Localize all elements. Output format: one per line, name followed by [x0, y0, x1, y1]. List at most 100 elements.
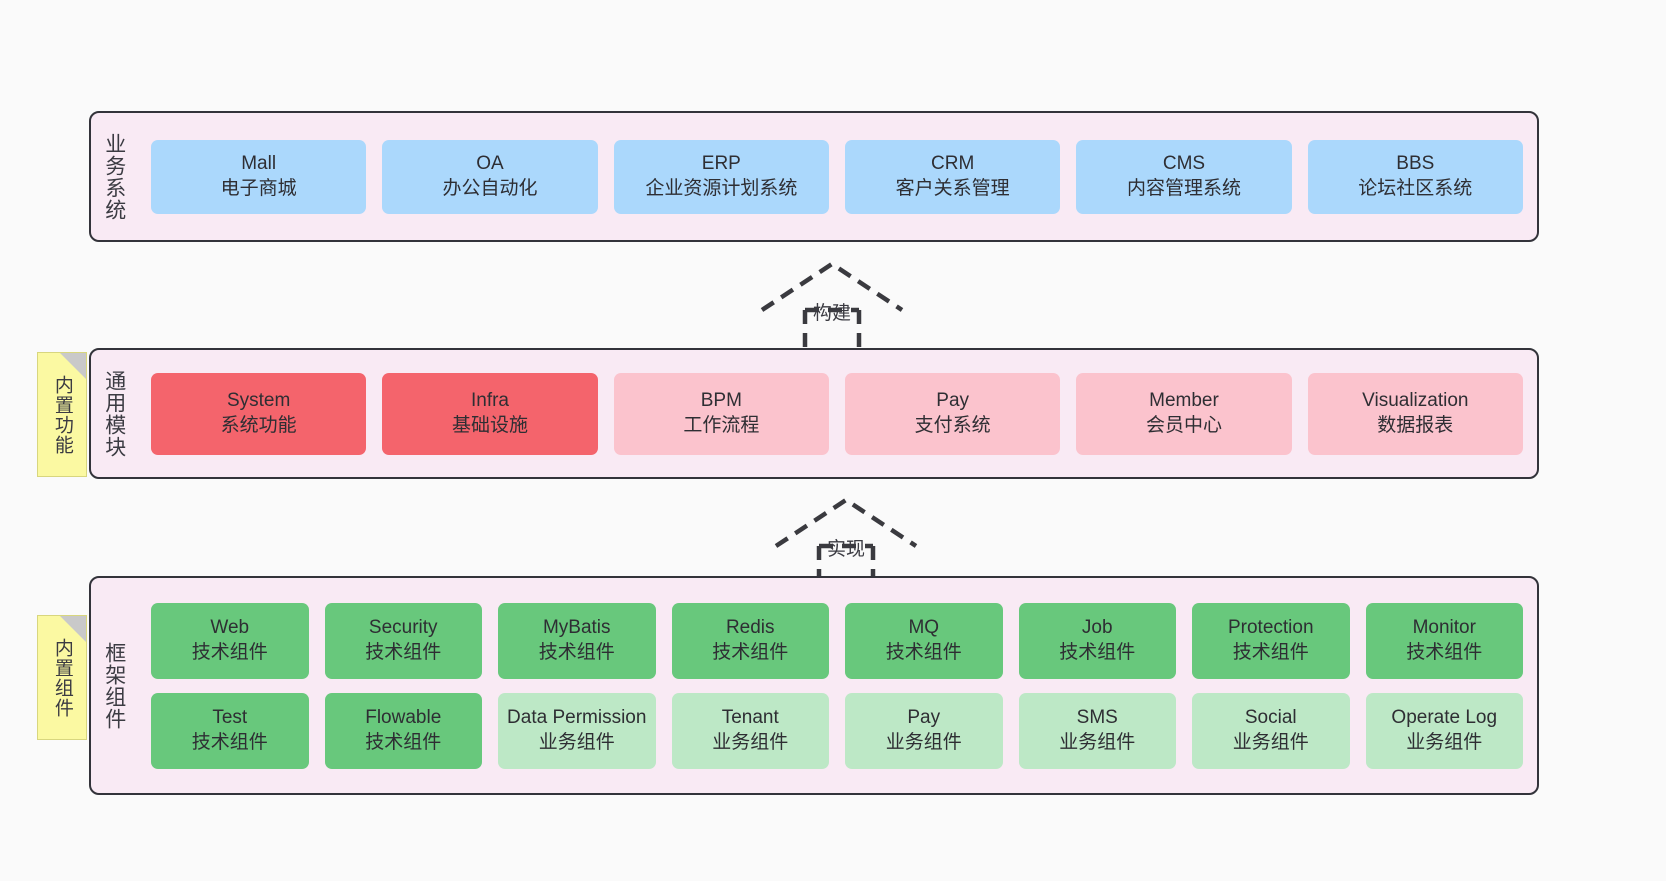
- box-web-name: Web: [210, 617, 250, 639]
- box-mall-name: Mall: [241, 153, 277, 175]
- box-redis-desc: 技术组件: [712, 641, 789, 663]
- box-bbs-name: BBS: [1396, 153, 1435, 175]
- box-erp-name: ERP: [701, 153, 741, 175]
- box-crm[interactable]: CRM 客户关系管理: [844, 139, 1061, 214]
- box-job[interactable]: Job 技术组件: [1018, 602, 1176, 679]
- box-monitor-desc: 技术组件: [1406, 641, 1483, 663]
- box-data-permission[interactable]: Data Permission 业务组件: [498, 692, 656, 769]
- connector-implement-label: 实现: [826, 539, 865, 560]
- box-protection-name: Protection: [1227, 617, 1314, 639]
- box-oa[interactable]: OA 办公自动化: [382, 139, 598, 214]
- box-mq[interactable]: MQ 技术组件: [845, 602, 1003, 679]
- box-pay-component[interactable]: Pay 业务组件: [845, 692, 1003, 769]
- layer-title-business-system: 业务系统: [102, 132, 126, 221]
- row-common-modules: System 系统功能 Infra 基础设施 BPM 工作流程 Pay 支付系统…: [151, 372, 1523, 455]
- box-bbs[interactable]: BBS 论坛社区系统: [1307, 139, 1523, 214]
- row-business-systems: Mall 电子商城 OA 办公自动化 ERP 企业资源计划系统 CRM 客户关系…: [151, 139, 1523, 214]
- box-job-name: Job: [1081, 617, 1113, 639]
- box-crm-desc: 客户关系管理: [895, 177, 1010, 199]
- box-oa-name: OA: [476, 153, 504, 175]
- box-test-name: Test: [212, 707, 248, 729]
- note-builtin-components: 内置组件: [37, 615, 87, 740]
- box-bpm[interactable]: BPM 工作流程: [613, 372, 829, 455]
- box-data-permission-desc: 业务组件: [538, 731, 615, 753]
- build-arrow-icon: [760, 261, 904, 350]
- box-mybatis-name: MyBatis: [542, 617, 611, 639]
- box-system[interactable]: System 系统功能: [151, 372, 367, 455]
- row-business-components: Test 技术组件 Flowable 技术组件 Data Permission …: [151, 692, 1523, 769]
- box-member[interactable]: Member 会员中心: [1076, 372, 1292, 455]
- row-technical-components: Web 技术组件 Security 技术组件 MyBatis 技术组件 Redi…: [151, 602, 1523, 679]
- box-security[interactable]: Security 技术组件: [324, 602, 482, 679]
- layer-framework-component: 框架组件 Web 技术组件 Security 技术组件 MyBatis 技术组件…: [89, 576, 1539, 795]
- box-flowable-desc: 技术组件: [365, 731, 442, 753]
- box-redis-name: Redis: [725, 617, 775, 639]
- box-monitor-name: Monitor: [1412, 617, 1476, 639]
- box-redis[interactable]: Redis 技术组件: [671, 602, 829, 679]
- connector-build-label: 构建: [812, 303, 851, 324]
- box-cms-desc: 内容管理系统: [1126, 177, 1241, 199]
- box-flowable-name: Flowable: [365, 707, 442, 729]
- layer-business-system: 业务系统 Mall 电子商城 OA 办公自动化 ERP 企业资源计划系统 CRM: [89, 111, 1539, 242]
- box-pay-component-name: Pay: [907, 707, 941, 729]
- box-member-desc: 会员中心: [1145, 414, 1222, 436]
- box-mybatis[interactable]: MyBatis 技术组件: [498, 602, 656, 679]
- box-system-name: System: [226, 390, 291, 412]
- box-mall-desc: 电子商城: [220, 177, 297, 199]
- box-mybatis-desc: 技术组件: [538, 641, 615, 663]
- box-social-desc: 业务组件: [1232, 731, 1309, 753]
- box-web[interactable]: Web 技术组件: [151, 602, 309, 679]
- box-crm-name: CRM: [931, 153, 975, 175]
- box-infra-name: Infra: [470, 390, 509, 412]
- box-cms[interactable]: CMS 内容管理系统: [1076, 139, 1292, 214]
- box-erp[interactable]: ERP 企业资源计划系统: [613, 139, 829, 214]
- box-social[interactable]: Social 业务组件: [1192, 692, 1350, 769]
- box-tenant-name: Tenant: [721, 707, 779, 729]
- connector-build: 构建: [757, 258, 907, 350]
- box-bbs-desc: 论坛社区系统: [1358, 177, 1473, 199]
- box-flowable[interactable]: Flowable 技术组件: [324, 692, 482, 769]
- box-sms[interactable]: SMS 业务组件: [1018, 692, 1176, 769]
- box-mall[interactable]: Mall 电子商城: [151, 139, 367, 214]
- box-visualization[interactable]: Visualization 数据报表: [1307, 372, 1523, 455]
- box-tenant[interactable]: Tenant 业务组件: [671, 692, 829, 769]
- box-operate-log[interactable]: Operate Log 业务组件: [1365, 692, 1523, 769]
- box-member-name: Member: [1149, 390, 1219, 412]
- box-infra[interactable]: Infra 基础设施: [382, 372, 598, 455]
- box-pay-module[interactable]: Pay 支付系统: [844, 372, 1061, 455]
- box-mq-name: MQ: [908, 617, 940, 639]
- box-protection[interactable]: Protection 技术组件: [1192, 602, 1350, 679]
- connector-implement: 实现: [771, 494, 921, 586]
- box-tenant-desc: 业务组件: [712, 731, 789, 753]
- layer-body-common-module: System 系统功能 Infra 基础设施 BPM 工作流程 Pay 支付系统…: [137, 350, 1537, 477]
- box-test[interactable]: Test 技术组件: [151, 692, 309, 769]
- note-fold-corner-icon-2: [60, 616, 86, 642]
- box-operate-log-name: Operate Log: [1391, 707, 1498, 729]
- note-builtin-features-label: 内置功能: [51, 374, 73, 455]
- box-infra-desc: 基础设施: [451, 414, 528, 436]
- box-security-desc: 技术组件: [365, 641, 442, 663]
- note-builtin-features: 内置功能: [37, 352, 87, 477]
- box-pay-component-desc: 业务组件: [885, 731, 962, 753]
- box-visualization-desc: 数据报表: [1377, 414, 1454, 436]
- box-social-name: Social: [1244, 707, 1297, 729]
- layer-body-business-system: Mall 电子商城 OA 办公自动化 ERP 企业资源计划系统 CRM 客户关系…: [137, 113, 1537, 240]
- box-protection-desc: 技术组件: [1232, 641, 1309, 663]
- box-web-desc: 技术组件: [191, 641, 268, 663]
- layer-common-module: 通用模块 System 系统功能 Infra 基础设施 BPM 工作流程 Pay: [89, 348, 1539, 479]
- box-security-name: Security: [368, 617, 438, 639]
- box-sms-desc: 业务组件: [1059, 731, 1136, 753]
- note-fold-corner-icon: [60, 353, 86, 379]
- note-builtin-components-label: 内置组件: [51, 637, 73, 718]
- box-pay-module-name: Pay: [936, 390, 970, 412]
- layer-body-framework-component: Web 技术组件 Security 技术组件 MyBatis 技术组件 Redi…: [137, 578, 1537, 793]
- box-data-permission-name: Data Permission: [507, 707, 647, 729]
- box-erp-desc: 企业资源计划系统: [645, 177, 798, 199]
- box-visualization-name: Visualization: [1362, 390, 1469, 412]
- box-monitor[interactable]: Monitor 技术组件: [1365, 602, 1523, 679]
- box-operate-log-desc: 业务组件: [1406, 731, 1483, 753]
- box-bpm-name: BPM: [700, 390, 742, 412]
- box-bpm-desc: 工作流程: [683, 414, 760, 436]
- box-system-desc: 系统功能: [220, 414, 297, 436]
